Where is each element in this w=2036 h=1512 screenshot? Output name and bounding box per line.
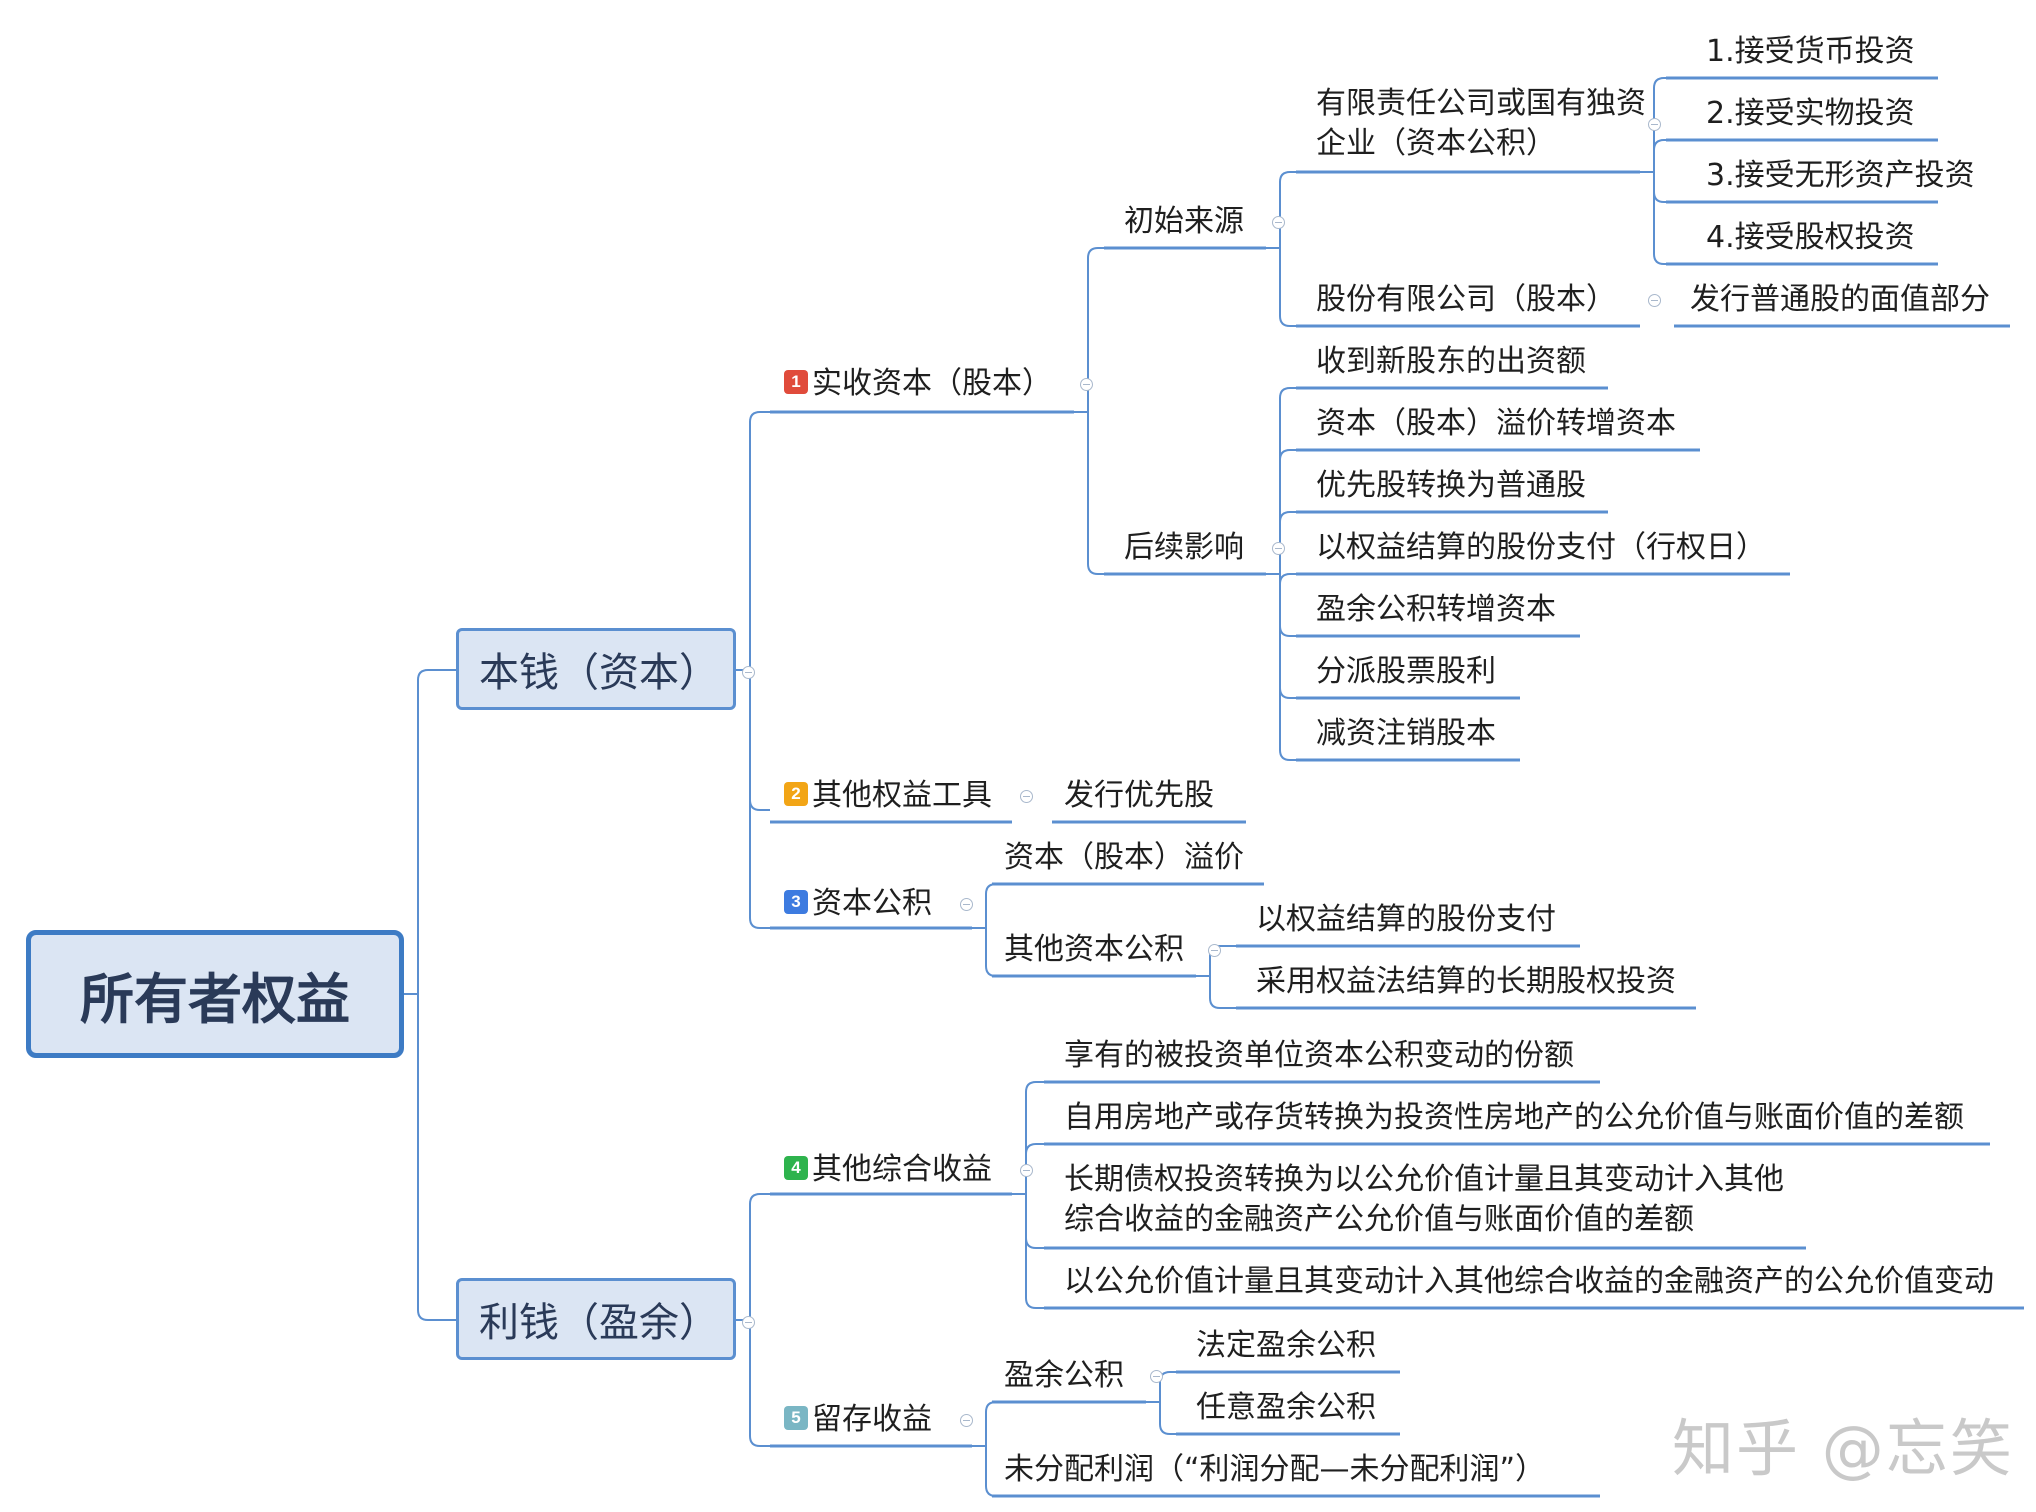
node-paid-in-label: 实收资本（股本） xyxy=(812,366,1052,401)
root-node[interactable]: 所有者权益 xyxy=(26,930,404,1058)
node-oci-item-2[interactable]: 自用房地产或存货转换为投资性房地产的公允价值与账面价值的差额 xyxy=(1064,1100,1964,1135)
node-oci-label: 其他综合收益 xyxy=(812,1152,992,1187)
connector-line xyxy=(1012,1193,1044,1249)
connector-line xyxy=(404,669,456,995)
collapse-toggle-icon[interactable] xyxy=(1648,118,1661,131)
connector-line xyxy=(1196,975,1236,1009)
badge-5: 5 xyxy=(784,1405,808,1430)
node-initial-source[interactable]: 初始来源 xyxy=(1124,204,1244,239)
connector-line xyxy=(972,927,997,977)
node-retained-label: 留存收益 xyxy=(812,1402,932,1437)
collapse-toggle-icon[interactable] xyxy=(1272,216,1285,229)
connector-line xyxy=(736,669,770,811)
collapse-toggle-icon[interactable] xyxy=(1020,1164,1033,1177)
node-llc-item-2[interactable]: 2.接受实物投资 xyxy=(1706,96,1915,131)
connector-line xyxy=(736,1193,770,1321)
node-sub-item-1[interactable]: 收到新股东的出资额 xyxy=(1316,344,1586,379)
node-llc-item-4[interactable]: 4.接受股权投资 xyxy=(1706,220,1915,255)
connector-line xyxy=(1074,411,1104,575)
collapse-toggle-icon[interactable] xyxy=(742,666,755,679)
connector-line xyxy=(736,1319,770,1447)
connector-line xyxy=(972,1445,997,1497)
badge-4: 4 xyxy=(784,1155,808,1180)
connector-line xyxy=(404,993,456,1321)
collapse-toggle-icon[interactable] xyxy=(1150,1370,1163,1383)
node-sub-item-3[interactable]: 优先股转换为普通股 xyxy=(1316,468,1586,503)
node-oci-item-4[interactable]: 以公允价值计量且其变动计入其他综合收益的金融资产的公允价值变动 xyxy=(1064,1264,1994,1299)
node-other-equity-label: 其他权益工具 xyxy=(812,778,992,813)
node-surplus-item-1[interactable]: 法定盈余公积 xyxy=(1196,1328,1376,1363)
collapse-toggle-icon[interactable] xyxy=(1208,944,1221,957)
node-other-reserve[interactable]: 其他资本公积 xyxy=(1004,932,1184,967)
connector-line xyxy=(1266,511,1296,575)
connector-line xyxy=(1012,1193,1044,1309)
connector-line xyxy=(1640,171,1666,265)
collapse-toggle-icon[interactable] xyxy=(960,898,973,911)
collapse-toggle-icon[interactable] xyxy=(1080,378,1093,391)
connector-line xyxy=(736,411,770,671)
node-llc-item-1[interactable]: 1.接受货币投资 xyxy=(1706,34,1915,69)
node-other-reserve-item-1[interactable]: 以权益结算的股份支付 xyxy=(1256,902,1556,937)
node-jsc[interactable]: 股份有限公司（股本） xyxy=(1316,282,1616,317)
connector-line xyxy=(1074,247,1104,413)
connector-line xyxy=(1012,1081,1044,1195)
collapse-toggle-icon[interactable] xyxy=(742,1316,755,1329)
collapse-toggle-icon[interactable] xyxy=(1648,294,1661,307)
node-subsequent[interactable]: 后续影响 xyxy=(1124,530,1244,565)
connector-line xyxy=(1012,1143,1044,1195)
node-jsc-item[interactable]: 发行普通股的面值部分 xyxy=(1690,282,1990,317)
connector-line xyxy=(972,1401,997,1447)
node-surplus-item-2[interactable]: 任意盈余公积 xyxy=(1196,1390,1376,1425)
node-undistributed[interactable]: 未分配利润（“利润分配—未分配利润”） xyxy=(1004,1452,1546,1487)
connector-line xyxy=(972,883,997,929)
node-llc[interactable]: 有限责任公司或国有独资企业（资本公积） xyxy=(1316,86,1646,161)
node-premium[interactable]: 资本（股本）溢价 xyxy=(1004,840,1244,875)
branch-surplus[interactable]: 利钱（盈余） xyxy=(456,1278,736,1360)
node-sub-item-5[interactable]: 盈余公积转增资本 xyxy=(1316,592,1556,627)
node-sub-item-4[interactable]: 以权益结算的股份支付（行权日） xyxy=(1316,530,1766,565)
connector-line xyxy=(1266,387,1296,575)
node-llc-item-3[interactable]: 3.接受无形资产投资 xyxy=(1706,158,1975,193)
node-oci-item-3[interactable]: 长期债权投资转换为以公允价值计量且其变动计入其他综合收益的金融资产公允价值与账面… xyxy=(1064,1162,1784,1237)
node-oci-item-1[interactable]: 享有的被投资单位资本公积变动的份额 xyxy=(1064,1038,1574,1073)
connector-line xyxy=(1640,77,1666,173)
connector-line xyxy=(1266,171,1296,249)
connector-line xyxy=(1266,247,1296,327)
connector-line xyxy=(1266,573,1296,761)
node-sub-item-6[interactable]: 分派股票股利 xyxy=(1316,654,1496,689)
node-surplus-reserve[interactable]: 盈余公积 xyxy=(1004,1358,1124,1393)
branch-capital[interactable]: 本钱（资本） xyxy=(456,628,736,710)
connector-line xyxy=(1266,449,1296,575)
node-sub-item-2[interactable]: 资本（股本）溢价转增资本 xyxy=(1316,406,1676,441)
connector-line xyxy=(1146,1401,1176,1435)
connector-line xyxy=(736,669,770,929)
node-sub-item-7[interactable]: 减资注销股本 xyxy=(1316,716,1496,751)
node-capital-reserve-label: 资本公积 xyxy=(812,886,932,921)
watermark: 知乎 @忘笑 xyxy=(1672,1412,2014,1485)
collapse-toggle-icon[interactable] xyxy=(960,1414,973,1427)
badge-1: 1 xyxy=(784,369,808,394)
badge-3: 3 xyxy=(784,889,808,914)
node-preferred-stock[interactable]: 发行优先股 xyxy=(1064,778,1214,813)
connector-line xyxy=(1640,139,1666,173)
collapse-toggle-icon[interactable] xyxy=(1272,542,1285,555)
node-other-reserve-item-2[interactable]: 采用权益法结算的长期股权投资 xyxy=(1256,964,1676,999)
badge-2: 2 xyxy=(784,781,808,806)
collapse-toggle-icon[interactable] xyxy=(1020,790,1033,803)
